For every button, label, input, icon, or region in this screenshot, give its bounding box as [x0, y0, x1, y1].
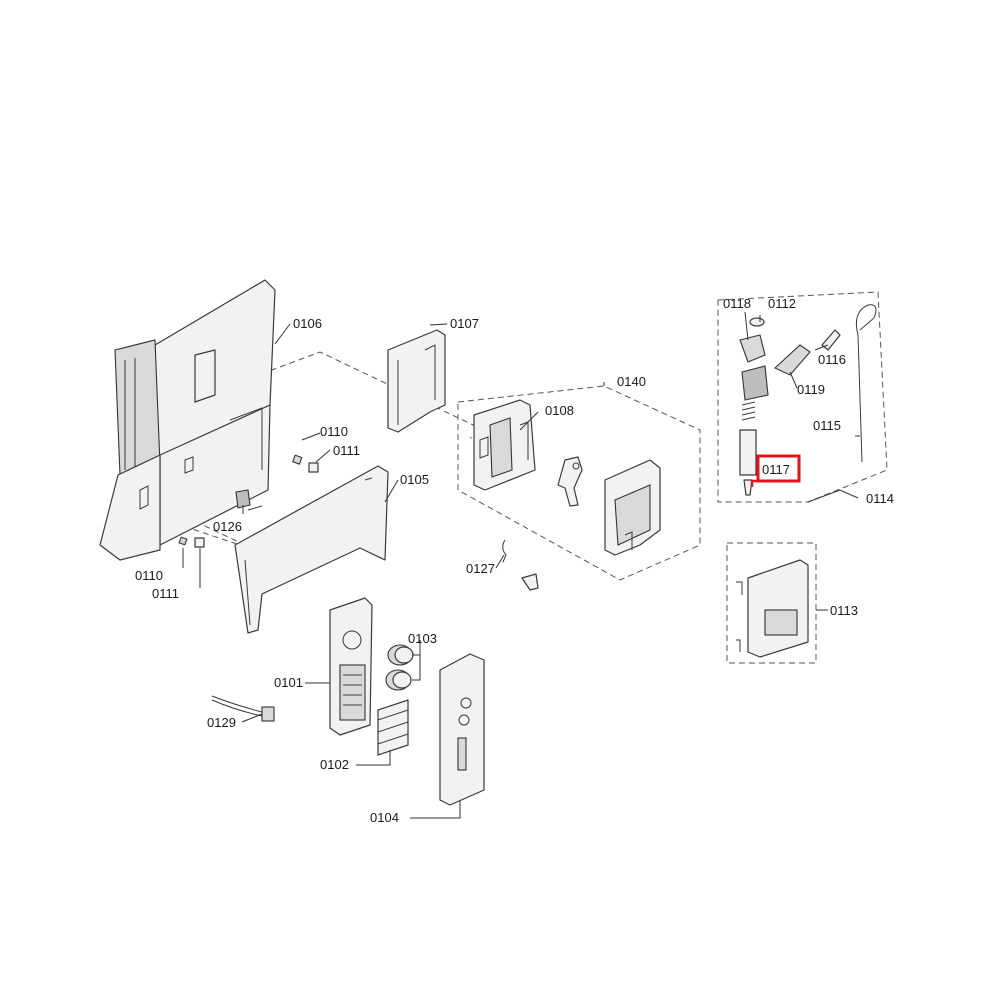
label-0112: 0112 — [768, 296, 796, 311]
label-0106: 0106 — [293, 316, 322, 331]
part-0108-assembly — [473, 399, 536, 491]
label-0110-upper: 0110 — [320, 424, 348, 439]
label-0114: 0114 — [866, 491, 894, 506]
label-0115: 0115 — [813, 418, 841, 433]
label-0113: 0113 — [830, 603, 858, 618]
label-0116: 0116 — [818, 352, 846, 367]
label-0108: 0108 — [545, 403, 574, 418]
label-0102: 0102 — [320, 757, 349, 772]
part-0113-panel — [736, 559, 809, 658]
part-lever — [557, 456, 583, 507]
part-0114-column — [739, 317, 769, 496]
label-0140: 0140 — [617, 374, 646, 389]
label-0111-upper: 0111 — [333, 443, 360, 458]
part-labels: 0106 0107 0110 0111 0105 0126 0110 0111 … — [135, 296, 894, 825]
part-0102-keypad — [377, 699, 409, 756]
part-0119-nozzle — [774, 344, 811, 376]
part-0140-box — [604, 459, 661, 556]
part-0107-frame — [387, 329, 446, 433]
label-0101: 0101 — [274, 675, 303, 690]
part-0129-cable — [211, 695, 275, 722]
assembly-outline-0140 — [457, 385, 701, 581]
highlight-0117 — [750, 454, 801, 487]
part-0115-rod — [855, 304, 877, 463]
label-0129: 0129 — [207, 715, 236, 730]
part-0127-clips — [502, 539, 539, 591]
assembly-outline-0114 — [717, 291, 888, 503]
label-0107: 0107 — [450, 316, 479, 331]
part-0101-control-board — [329, 597, 373, 736]
part-0104-front-panel — [439, 653, 485, 806]
label-0104: 0104 — [370, 810, 399, 825]
leader-lines — [182, 311, 860, 819]
part-0116-pin — [821, 329, 841, 351]
small-parts-left — [178, 454, 319, 548]
part-0105-cover-panel — [234, 465, 389, 634]
label-0119: 0119 — [797, 382, 825, 397]
label-0126: 0126 — [213, 519, 242, 534]
label-0118: 0118 — [723, 296, 751, 311]
part-0103-knobs — [385, 644, 414, 691]
label-0127: 0127 — [466, 561, 495, 576]
label-0117: 0117 — [762, 462, 790, 477]
label-0111-lower: 0111 — [152, 586, 179, 601]
label-0105: 0105 — [400, 472, 429, 487]
label-0110-lower: 0110 — [135, 568, 163, 583]
label-0103: 0103 — [408, 631, 437, 646]
part-0106-rear-frame — [99, 279, 276, 561]
